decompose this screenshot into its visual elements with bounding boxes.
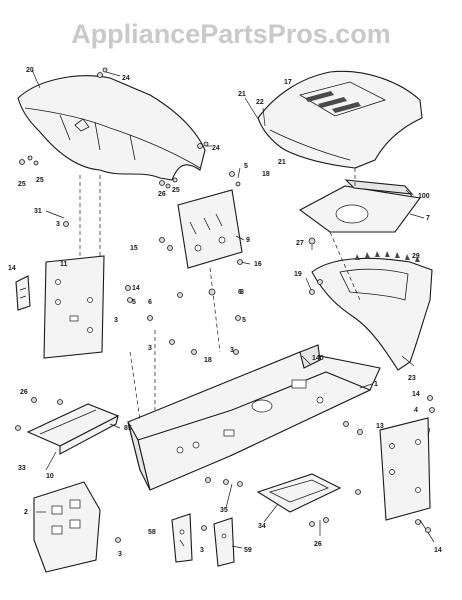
callout-labels: 20 24 24 25 25 26 25 5 21 22 17 21 18 10… bbox=[8, 67, 442, 558]
callout-58: 58 bbox=[148, 529, 156, 536]
callout-140: 140 bbox=[312, 355, 324, 362]
callout-9: 9 bbox=[246, 237, 250, 244]
callout-25-left: 25 bbox=[18, 181, 26, 188]
callout-14-bottom: 14 bbox=[434, 547, 442, 554]
misc-hardware bbox=[15, 171, 435, 543]
callout-85: 85 bbox=[124, 425, 132, 432]
callout-18-top: 18 bbox=[262, 171, 270, 178]
callout-6-a: 6 bbox=[148, 299, 152, 306]
callout-16: 16 bbox=[254, 261, 262, 268]
part-11-side-panel bbox=[43, 255, 105, 359]
callout-14-right: 14 bbox=[412, 391, 420, 398]
callout-34: 34 bbox=[258, 523, 266, 530]
callout-33: 33 bbox=[18, 465, 26, 472]
callout-31: 31 bbox=[34, 208, 42, 215]
callout-7: 7 bbox=[426, 215, 430, 222]
callout-26-left: 26 bbox=[20, 389, 28, 396]
callout-8: 8 bbox=[240, 289, 244, 296]
callout-2: 2 bbox=[24, 509, 28, 516]
callout-23: 23 bbox=[408, 375, 416, 382]
part-34-footrest bbox=[256, 473, 342, 513]
callout-10: 10 bbox=[46, 473, 54, 480]
part-2-front-plate bbox=[33, 481, 101, 573]
callout-24-top: 24 bbox=[122, 75, 130, 82]
part-59-bracket bbox=[213, 517, 235, 567]
leader-lines bbox=[31, 69, 435, 549]
callout-19: 19 bbox=[294, 271, 302, 278]
callout-3-e: 3 bbox=[200, 547, 204, 554]
assembly-lines bbox=[79, 168, 361, 421]
callout-3-a: 3 bbox=[56, 221, 60, 228]
callout-4: 4 bbox=[414, 407, 418, 414]
callout-25-mid: 25 bbox=[172, 187, 180, 194]
callout-11: 11 bbox=[60, 261, 68, 268]
callout-27: 27 bbox=[296, 240, 304, 247]
callout-35: 35 bbox=[220, 507, 228, 514]
callout-29: 29 bbox=[412, 253, 420, 260]
callout-26-mid: 26 bbox=[158, 191, 166, 198]
part-7-panel bbox=[298, 179, 421, 233]
callout-5-mid: 5 bbox=[132, 299, 136, 306]
callout-6-b: 6 bbox=[238, 289, 242, 296]
callout-59: 59 bbox=[244, 547, 252, 554]
callout-5-low: 5 bbox=[242, 317, 246, 324]
part-20-hood-cover bbox=[17, 75, 206, 181]
part-14-clips-left bbox=[15, 275, 31, 311]
part-33-footplate bbox=[26, 403, 120, 455]
callout-21-mid: 21 bbox=[278, 159, 286, 166]
part-9-bracket bbox=[177, 189, 243, 269]
callout-14-mid: 14 bbox=[132, 285, 140, 292]
hood-hardware bbox=[19, 67, 209, 189]
part-17-console bbox=[257, 70, 423, 169]
callout-3-d: 3 bbox=[230, 347, 234, 354]
callout-13: 13 bbox=[376, 423, 384, 430]
callout-22: 22 bbox=[256, 99, 264, 106]
callout-3-c: 3 bbox=[148, 345, 152, 352]
part-27-screw bbox=[308, 237, 316, 250]
callout-26-bottom: 26 bbox=[314, 541, 322, 548]
callout-14-left: 14 bbox=[8, 265, 16, 272]
callout-20: 20 bbox=[26, 67, 34, 74]
callout-25-left-b: 25 bbox=[36, 177, 44, 184]
callout-15: 15 bbox=[130, 245, 138, 252]
part-1-chassis-frame bbox=[127, 344, 381, 491]
callout-3-f: 3 bbox=[118, 551, 122, 558]
callout-17: 17 bbox=[284, 79, 292, 86]
callout-100: 100 bbox=[418, 193, 430, 200]
callout-3-b: 3 bbox=[114, 317, 118, 324]
part-13-side-plate bbox=[379, 417, 431, 521]
callout-21-top: 21 bbox=[238, 91, 246, 98]
callout-1: 1 bbox=[374, 381, 378, 388]
part-58-bracket bbox=[171, 513, 193, 563]
callout-18-low: 18 bbox=[204, 357, 212, 364]
part-23-grille bbox=[311, 251, 433, 371]
watermark-text: AppliancePartsPros.com bbox=[71, 19, 391, 49]
callout-24-mid: 24 bbox=[212, 145, 220, 152]
callout-5-top: 5 bbox=[244, 163, 248, 170]
